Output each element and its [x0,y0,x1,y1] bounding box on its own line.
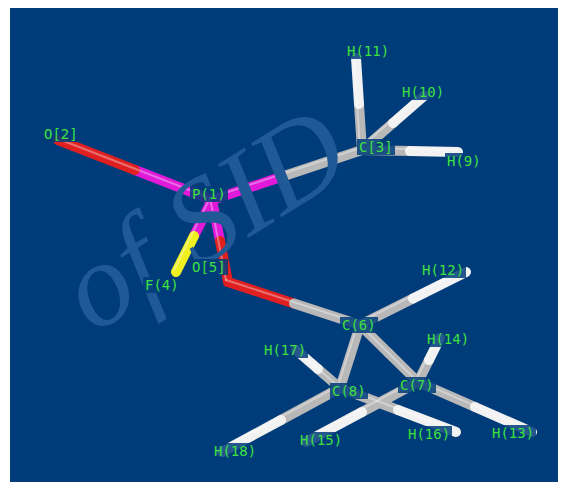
atom-label: O[5] [190,259,228,275]
atom-label: P(1) [190,186,228,202]
atom-label: C(7) [398,377,436,393]
bond-segment [226,280,358,323]
bond-segment [58,140,135,170]
background-panel [10,8,558,482]
atom-label: H(9) [445,153,483,169]
atom-label: H(11) [345,43,391,59]
bond-segment [354,56,360,148]
atom-label: H(12) [420,262,466,278]
atom-label: H(10) [400,84,446,100]
atom-label: H(18) [212,443,258,459]
atom-label: C(8) [330,383,368,399]
bond-segment [410,151,458,152]
atom-label: H(16) [406,426,452,442]
atom-label: H(14) [425,331,471,347]
atom-label: F(4) [143,277,181,293]
bond-segment [228,282,294,304]
atom-label: C(6) [340,317,378,333]
atom-label: H(15) [298,432,344,448]
atom-label: H(13) [490,425,536,441]
atom-label: C[3] [357,139,395,155]
bond-segment [393,96,424,123]
atom-label: H(17) [262,342,308,358]
atom-label: O[2] [42,126,80,142]
